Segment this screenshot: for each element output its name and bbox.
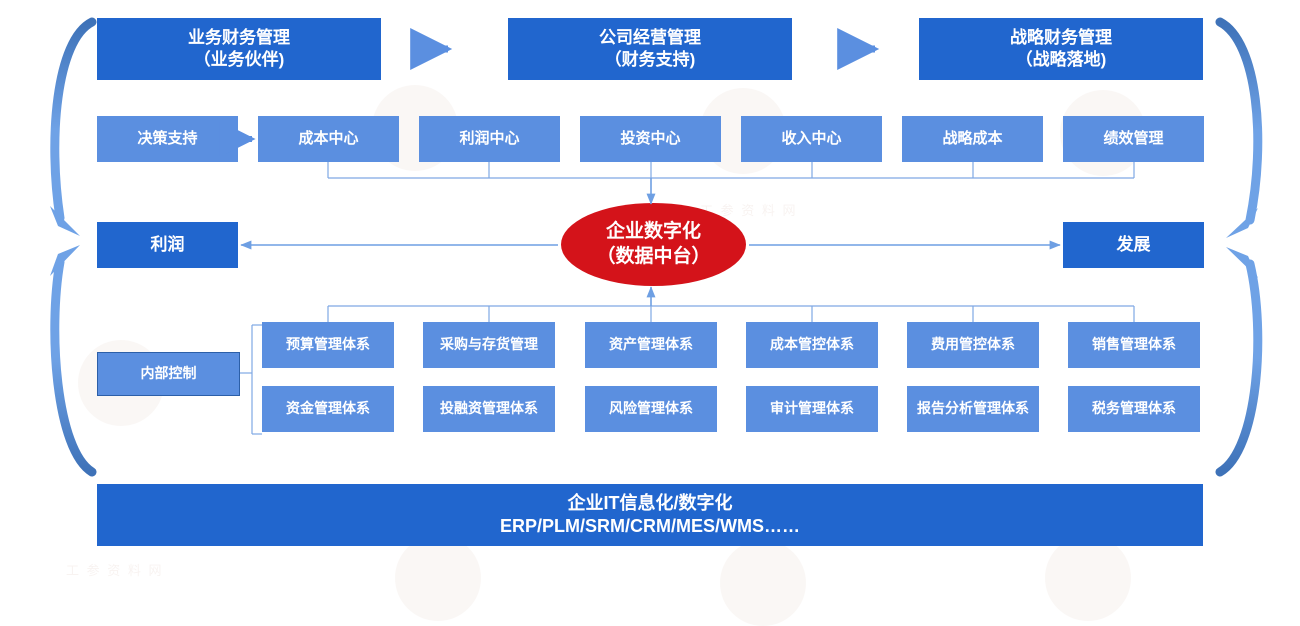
watermark-circle (720, 540, 806, 626)
system-box-label: 投融资管理体系 (440, 400, 538, 417)
system-box-label: 资产管理体系 (609, 336, 693, 353)
top-box-line2: （战略落地) (1015, 50, 1107, 69)
top-box-line1: 战略财务管理 (1010, 28, 1112, 48)
system-box-label: 资金管理体系 (286, 400, 370, 417)
row2-box-cost-center[interactable]: 成本中心 (258, 116, 399, 162)
right-bracket-upper-arrowhead (1226, 208, 1258, 238)
left-box-label: 利润 (150, 235, 185, 255)
row2-box-label: 利润中心 (459, 130, 520, 148)
footer-box-it-digitalization[interactable]: 企业IT信息化/数字化 ERP/PLM/SRM/CRM/MES/WMS…… (97, 484, 1203, 546)
system-box-label: 成本管控体系 (770, 336, 854, 353)
top-box-strategic-finance[interactable]: 战略财务管理 （战略落地) (919, 18, 1203, 80)
row2-box-label: 战略成本 (942, 130, 1003, 148)
system-box-sales[interactable]: 销售管理体系 (1068, 322, 1200, 368)
internal-control-label: 内部控制 (140, 365, 197, 382)
system-box-budget[interactable]: 预算管理体系 (262, 322, 394, 368)
system-box-expense-control[interactable]: 费用管控体系 (907, 322, 1039, 368)
system-box-cost-control[interactable]: 成本管控体系 (746, 322, 878, 368)
system-box-audit[interactable]: 审计管理体系 (746, 386, 878, 432)
system-box-asset[interactable]: 资产管理体系 (585, 322, 717, 368)
center-ellipse-digitalization[interactable]: 企业数字化 （数据中台） (561, 203, 746, 286)
top-box-text: 公司经营管理 （财务支持) (599, 27, 701, 71)
right-box-label: 发展 (1116, 235, 1151, 255)
footer-text: 企业IT信息化/数字化 ERP/PLM/SRM/CRM/MES/WMS…… (500, 492, 800, 538)
row2-box-label: 收入中心 (781, 130, 842, 148)
system-box-label: 采购与存货管理 (440, 336, 538, 353)
right-bracket-lower-arc (1215, 259, 1263, 477)
top-box-company-operation[interactable]: 公司经营管理 （财务支持) (508, 18, 792, 80)
top-box-line1: 公司经营管理 (599, 28, 701, 48)
center-line2: （数据中台） (596, 245, 711, 267)
system-box-label: 报告分析管理体系 (917, 400, 1029, 417)
system-box-label: 费用管控体系 (931, 336, 1015, 353)
internal-control-box[interactable]: 内部控制 (97, 352, 240, 396)
row2-box-investment-center[interactable]: 投资中心 (580, 116, 721, 162)
system-box-label: 预算管理体系 (286, 336, 370, 353)
top-box-line1: 业务财务管理 (188, 28, 290, 48)
row2-box-label: 绩效管理 (1103, 130, 1164, 148)
system-box-label: 风险管理体系 (609, 400, 693, 417)
system-box-report-analysis[interactable]: 报告分析管理体系 (907, 386, 1039, 432)
footer-line1: 企业IT信息化/数字化 (567, 492, 733, 513)
footer-line2: ERP/PLM/SRM/CRM/MES/WMS…… (500, 516, 800, 536)
left-bracket-upper-arrowhead (50, 206, 80, 236)
row2-box-performance-mgmt[interactable]: 绩效管理 (1063, 116, 1204, 162)
watermark-circle (1045, 535, 1131, 621)
left-bracket-lower-arrowhead (50, 245, 80, 276)
row2-box-label: 投资中心 (620, 130, 681, 148)
top-box-business-finance[interactable]: 业务财务管理 （业务伙伴) (97, 18, 381, 80)
watermark-text: 工 参 资 料 网 (66, 563, 164, 578)
system-box-label: 税务管理体系 (1092, 400, 1176, 417)
top-box-line2: （财务支持) (604, 50, 696, 69)
left-bracket-upper-arc (50, 17, 97, 223)
top-box-text: 业务财务管理 （业务伙伴) (188, 27, 290, 71)
system-box-risk[interactable]: 风险管理体系 (585, 386, 717, 432)
system-box-label: 销售管理体系 (1092, 336, 1176, 353)
right-bracket-upper-arc (1215, 17, 1263, 225)
left-box-profit[interactable]: 利润 (97, 222, 238, 268)
row2-box-revenue-center[interactable]: 收入中心 (741, 116, 882, 162)
row2-box-decision-support[interactable]: 决策支持 (97, 116, 238, 162)
top-box-text: 战略财务管理 （战略落地) (1010, 27, 1112, 71)
row2-box-label: 成本中心 (298, 130, 359, 148)
diagram-canvas: 工 参 资 料 网 工 参 资 料 网 (50, 17, 1263, 578)
right-box-development[interactable]: 发展 (1063, 222, 1204, 268)
right-bracket-lower-arrowhead (1226, 247, 1258, 278)
system-box-funds[interactable]: 资金管理体系 (262, 386, 394, 432)
left-bracket-lower-arc (50, 257, 97, 477)
row2-box-profit-center[interactable]: 利润中心 (419, 116, 560, 162)
center-line1: 企业数字化 (605, 220, 701, 242)
watermark-circle (395, 535, 481, 621)
center-ellipse-text: 企业数字化 （数据中台） (596, 220, 710, 269)
system-box-procurement-inventory[interactable]: 采购与存货管理 (423, 322, 555, 368)
system-box-label: 审计管理体系 (770, 400, 854, 417)
system-box-tax[interactable]: 税务管理体系 (1068, 386, 1200, 432)
top-box-line2: （业务伙伴) (193, 50, 285, 69)
system-box-investment-financing[interactable]: 投融资管理体系 (423, 386, 555, 432)
row2-box-strategic-cost[interactable]: 战略成本 (902, 116, 1043, 162)
row2-box-label: 决策支持 (137, 130, 198, 148)
